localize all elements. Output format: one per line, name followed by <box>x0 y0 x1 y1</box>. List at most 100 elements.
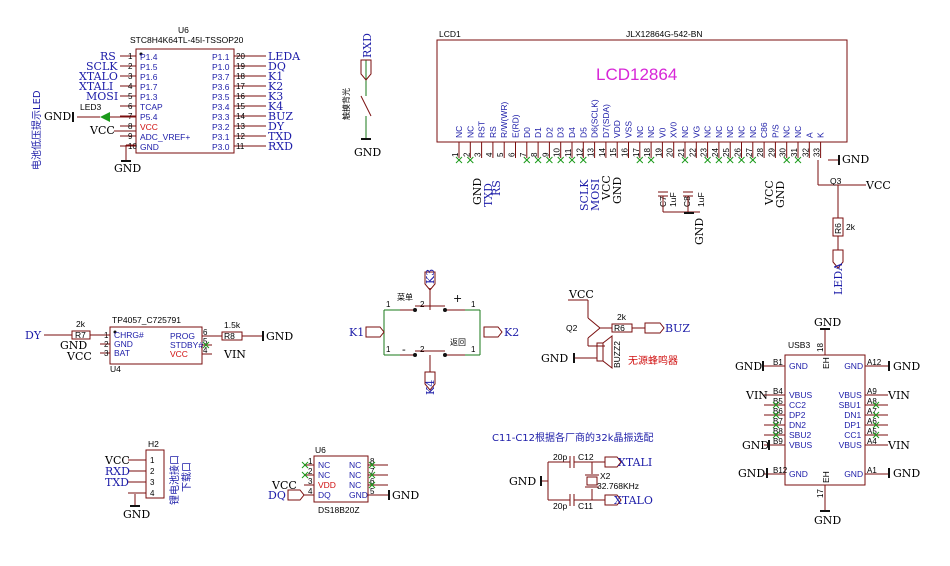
buzzer-icon <box>602 334 613 370</box>
buzzer-vcc: VCC <box>568 288 594 301</box>
mcu-right-pin-num: 18 <box>236 72 245 81</box>
mcu-left-net-1: SCLK <box>86 60 118 73</box>
ds-right-pin-3: GND <box>349 490 368 500</box>
mcu-left-pin-num: 2 <box>128 62 133 71</box>
lcd-pin-28: P/S <box>770 124 780 138</box>
ds-right-pin-0: NC <box>349 460 361 470</box>
mcu-left-pin-num: 8 <box>128 122 133 131</box>
mcu-right-pin-5: P3.4 <box>212 102 230 112</box>
rxd-port <box>360 59 372 81</box>
usb-left-pin-3: DP2 <box>789 410 806 420</box>
mcu-right-net-9: RXD <box>268 140 293 153</box>
lcd-pin-20: NC <box>680 126 690 138</box>
crystal-xtalo: XTALO <box>614 494 653 507</box>
lcd-pin-num-27: 28 <box>756 148 765 157</box>
mcu-right-net-7: DY <box>268 120 285 133</box>
lcd-pin-num-23: 24 <box>711 148 720 157</box>
lcd-pin-num-1: 2 <box>462 152 471 157</box>
buzzer-r-ref: R6 <box>614 323 625 333</box>
buzzer-ref: BUZZ2 <box>612 341 622 368</box>
lcd-pin-num-8: 9 <box>541 152 550 157</box>
mcu-left-net-4: MOSI <box>86 90 118 103</box>
lcd-pin-25: NC <box>737 126 747 138</box>
ds-left-pin-2: VDD <box>318 480 336 490</box>
usb-left-pin-7: GND <box>789 469 808 479</box>
mcu-vcc: VCC <box>89 124 115 137</box>
lcd-pin-5: E(RD) <box>511 114 521 138</box>
mcu-left-pin-3: P1.7 <box>140 82 158 92</box>
lcd-gnd-2: GND <box>611 177 624 204</box>
lcd-pin-num-9: 10 <box>553 148 562 157</box>
ds-gnd: GND <box>392 489 419 502</box>
usb-left-pin-5: SBU2 <box>789 430 811 440</box>
ds-left-pin-1: NC <box>318 470 330 480</box>
usb-left-num-7: B12 <box>773 466 788 475</box>
mcu-left-pin-6: P5.4 <box>140 112 158 122</box>
mcu-right-pin-2: P3.7 <box>212 72 230 82</box>
ds-right-pin-1: NC <box>349 470 361 480</box>
usb-bot-num: 17 <box>816 489 825 498</box>
ds-part: DS18B20Z <box>318 505 360 515</box>
key-n1b: 1 <box>471 300 476 309</box>
usb-left-pin-4: DN2 <box>789 420 806 430</box>
ds-ref: U6 <box>315 445 326 455</box>
key-n1c: 1 <box>386 345 391 354</box>
x2-ref: X2 <box>600 471 611 481</box>
key-k2: K2 <box>504 326 519 339</box>
lcd-pin-num-14: 15 <box>609 148 618 157</box>
mcu-right-pin-6: P3.3 <box>212 112 230 122</box>
lcd-pin-1: NC <box>465 126 475 138</box>
lcd-pin-num-30: 31 <box>790 148 799 157</box>
lcd-pin-10: D4 <box>567 127 577 138</box>
mcu-right-pin-8: P3.1 <box>212 132 230 142</box>
key-k4: K4 <box>424 380 437 395</box>
key-menu: 菜单 <box>397 292 413 302</box>
mcu-left-pin-1: P1.5 <box>140 62 158 72</box>
ds-right-num-3: 5 <box>370 487 375 496</box>
lcd-pin-num-29: 30 <box>779 148 788 157</box>
lcd-pin-num-19: 20 <box>666 148 675 157</box>
charger-right-pin-2: VCC <box>170 349 188 359</box>
mcu-right-pin-num: 20 <box>236 52 245 61</box>
ds-left-pin-0: NC <box>318 460 330 470</box>
mcu-right-pin-num: 11 <box>236 142 245 151</box>
mcu-right-net-5: K4 <box>268 100 283 113</box>
c8-val: 1uF <box>696 192 706 207</box>
lcd-pin-9: D3 <box>556 127 566 138</box>
charger-gnd-left: GND <box>60 339 87 352</box>
lcd-pin-num-17: 18 <box>643 148 652 157</box>
lcd-sclk: SCLK <box>578 179 591 211</box>
c11-val: 20p <box>553 501 567 511</box>
usb-eh-top: EH <box>821 357 831 369</box>
usb-left-pin-1: VBUS <box>789 390 812 400</box>
lcd-pin-12: D6(SCLK) <box>590 99 600 138</box>
lcd-k-gnd: GND <box>842 153 869 166</box>
header-net-1: RXD <box>105 465 130 478</box>
mcu-left-net-0: RS <box>100 50 116 63</box>
lcd-pin-num-5: 6 <box>508 152 517 157</box>
lcd-pin-num-24: 25 <box>722 148 731 157</box>
mcu-left-pin-num: 10 <box>128 142 137 151</box>
usb-right-num-0: A12 <box>867 358 882 367</box>
header-label: 锂电池接口 <box>168 455 181 505</box>
header-gnd: GND <box>123 508 150 521</box>
usb-left-num-4: B7 <box>773 417 783 426</box>
usb-right-pin-0: GND <box>844 361 863 371</box>
q3-ref: Q3 <box>830 176 842 186</box>
lcd-cap-gnd: GND <box>693 218 706 245</box>
mcu-right-pin-num: 16 <box>236 92 245 101</box>
lcd-pin-num-11: 12 <box>575 148 584 157</box>
lcd-pin-num-2: 3 <box>474 152 483 157</box>
lcd-rs: RS <box>490 180 503 196</box>
ds-left-num-3: 4 <box>308 487 313 496</box>
usb-gnd-top: GND <box>814 316 841 329</box>
led-note: 电池低压提示LED <box>30 90 43 170</box>
usb-right-pins: A12GNDA9VBUSA8SBU1A7DN1A6DP1A5CC1A4VBUSA… <box>839 358 888 479</box>
mcu-right-pin-num: 14 <box>236 112 245 121</box>
lcd-pin-num-21: 22 <box>688 148 697 157</box>
